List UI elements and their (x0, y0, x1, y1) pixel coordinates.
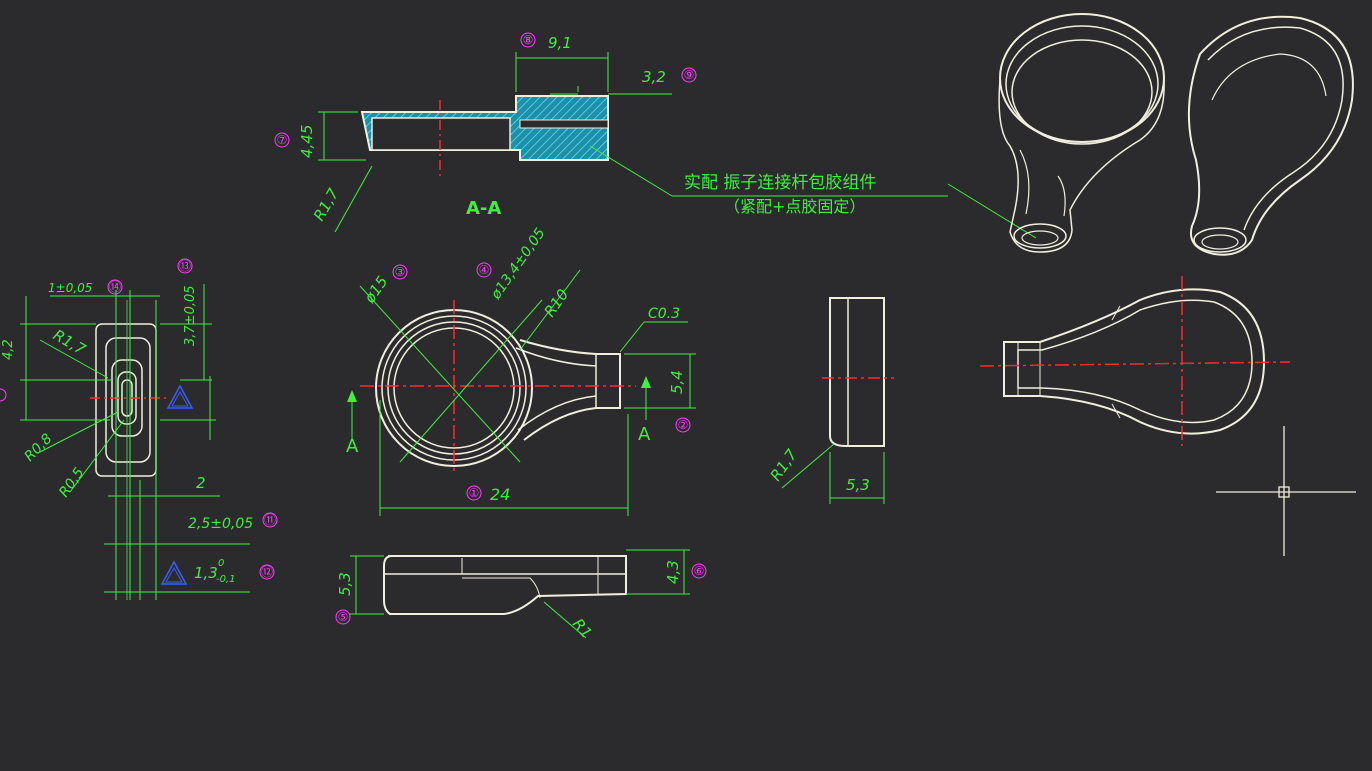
right-side-view: 5,3 R1,7 (767, 297, 894, 504)
crosshair-cursor-icon[interactable] (1216, 426, 1356, 556)
dim-diameter-13-4: ø13,4±0,05 (488, 225, 549, 303)
balloon-11: ⑪ (264, 513, 276, 527)
triangle-inspection-icon-2 (160, 560, 188, 585)
balloon-9: ⑨ (684, 68, 695, 82)
dim-r0-5: R0,5 (56, 465, 88, 500)
dim-4-3: 4,3 (664, 560, 682, 584)
dim-5-3-side: 5,3 (336, 572, 354, 596)
isometric-view-2 (1187, 15, 1354, 256)
dim-1-3-upper: 0 (218, 558, 224, 569)
triangle-inspection-icon (166, 384, 194, 409)
section-marker-right: A (638, 424, 651, 445)
isometric-view-1 (998, 13, 1165, 253)
right-plan-view (979, 276, 1291, 446)
left-end-view: 1±0,05 ⑭ 3,7±0,05 ⑬ 4,2 R1,7 R0,8 R0,5 2… (0, 258, 278, 600)
dim-4-2: 4,2 (1, 339, 16, 360)
dim-5-3-right: 5,3 (846, 476, 870, 494)
balloon-7: ⑦ (277, 133, 288, 147)
balloon-2: ② (678, 418, 689, 432)
dim-r1-7-right: R1,7 (767, 446, 802, 485)
main-top-view: ø15 ③ ø13,4±0,05 ④ R10 C0.3 5,4 A A ② 24… (346, 225, 696, 516)
dim-r1: R1 (569, 615, 596, 642)
dim-r10: R10 (541, 286, 573, 321)
callout-line-2: （紧配+点胶固定） (724, 197, 865, 216)
dim-r0-8: R0,8 (22, 431, 56, 465)
dim-1-3-lower: -0,1 (216, 574, 236, 585)
bottom-side-view: 5,3 ⑤ 4,3 ⑥ R1 (335, 549, 707, 642)
dim-1-3: 1,3 (194, 564, 218, 582)
balloon-6: ⑥ (694, 564, 705, 578)
section-view-aa: 9,1 ⑧ 3,2 ⑨ 4,45 ⑦ R1,7 A-A 实配 振子连接杆包胶组件… (274, 32, 1037, 239)
dim-2: 2 (196, 474, 206, 492)
dim-3-7: 3,7±0,05 (183, 285, 198, 346)
dim-c0-3: C0.3 (648, 306, 680, 322)
balloon-1: ① (469, 486, 480, 500)
section-marker-left: A (346, 436, 359, 457)
dim-r1-7-section: R1,7 (310, 185, 343, 224)
section-title: A-A (466, 198, 501, 219)
balloon-4: ④ (479, 263, 490, 277)
dim-5-4: 5,4 (668, 370, 686, 394)
balloon-3: ③ (395, 265, 406, 279)
balloon-13: ⑬ (179, 259, 191, 273)
dim-2-5: 2,5±0,05 (188, 516, 253, 532)
dim-1-tol: 1±0,05 (48, 281, 92, 295)
dim-9-1: 9,1 (548, 34, 572, 52)
dim-r1-7-end: R1,7 (50, 326, 89, 359)
balloon-8: ⑧ (523, 33, 534, 47)
dim-diameter-15: ø15 (360, 273, 392, 307)
balloon-14: ⑭ (109, 280, 121, 294)
dim-4-45: 4,45 (298, 125, 316, 158)
dim-3-2: 3,2 (642, 68, 666, 86)
balloon-12: ⑫ (261, 565, 273, 579)
dim-24: 24 (490, 485, 510, 504)
balloon-5: ⑤ (338, 610, 349, 624)
callout-line-1: 实配 振子连接杆包胶组件 (684, 173, 876, 193)
